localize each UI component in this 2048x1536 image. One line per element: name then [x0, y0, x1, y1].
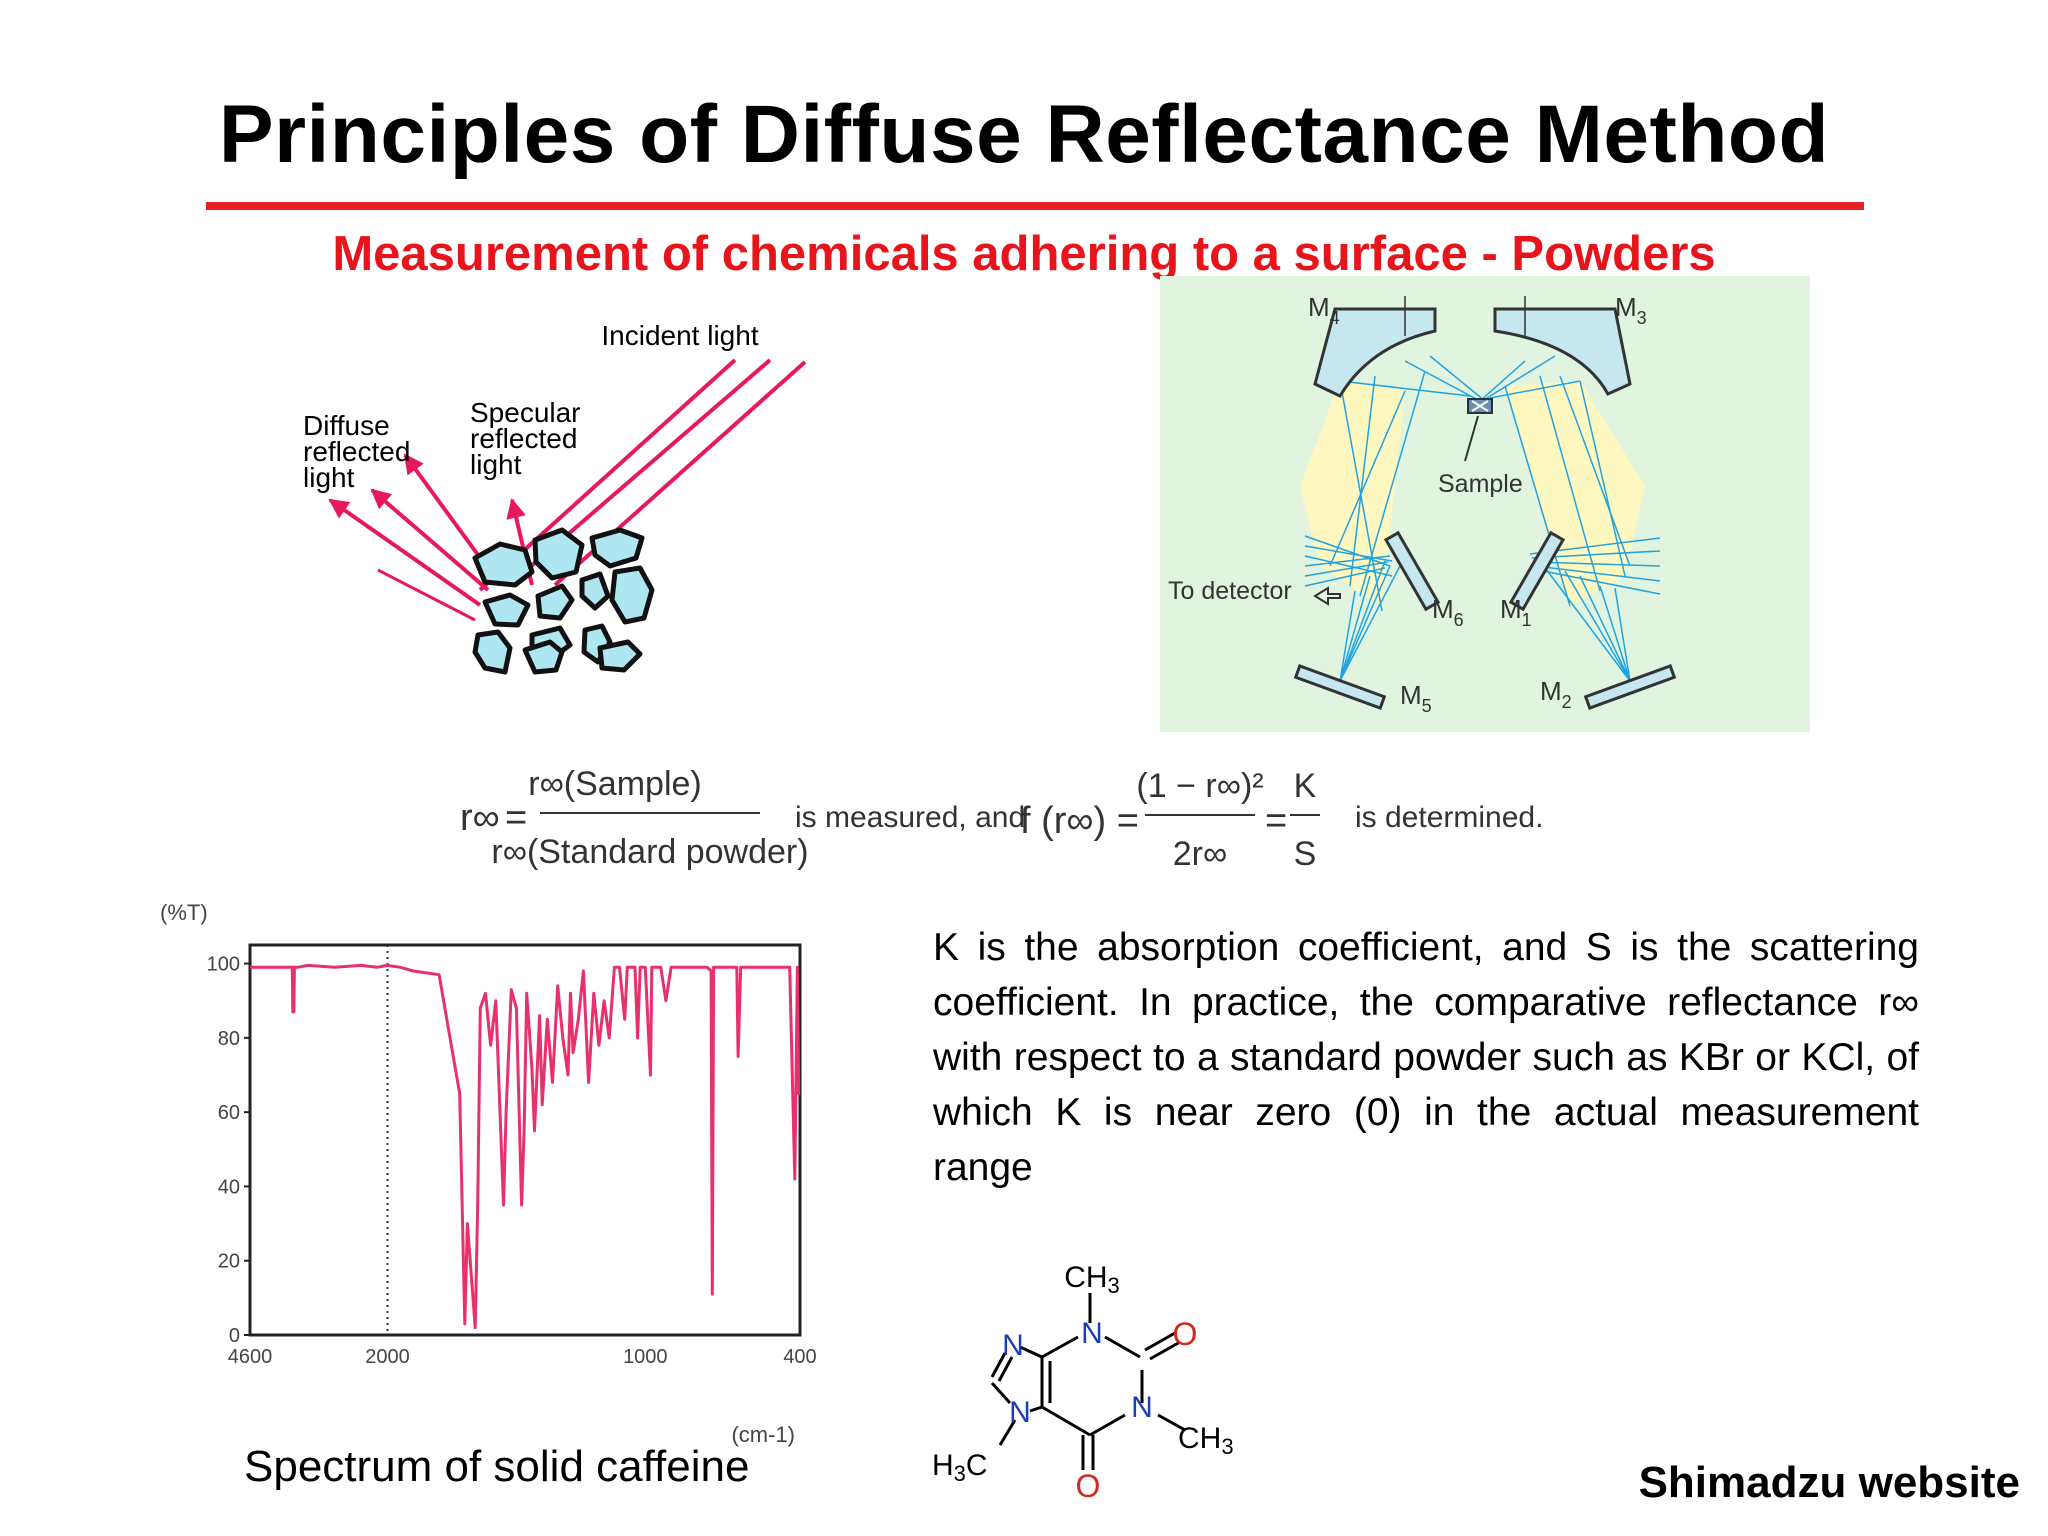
title-divider	[206, 202, 1864, 210]
y-tick-label: 80	[218, 1028, 240, 1050]
y-tick-label: 100	[207, 954, 240, 976]
y-tick-label: 0	[229, 1325, 240, 1347]
light-rays	[1304, 355, 1661, 682]
specular-light-label: Specular reflected light	[470, 397, 588, 480]
oxygen-6-label: O	[1076, 1468, 1101, 1504]
y-tick-label: 40	[218, 1176, 240, 1198]
y-tick-label: 20	[218, 1251, 240, 1273]
determined-text: is determined.	[1355, 801, 1543, 834]
x-tick-label: 400	[783, 1346, 816, 1368]
detector-arrow-icon	[1313, 586, 1341, 606]
x-tick-label: 2000	[365, 1346, 410, 1368]
page-subtitle: Measurement of chemicals adhering to a s…	[332, 227, 1716, 281]
ks-numerator: K	[1294, 767, 1317, 805]
mirror-m1	[1508, 530, 1566, 612]
f-numerator: (1 − r∞)²	[1136, 767, 1263, 805]
m5-label: M5	[1400, 680, 1432, 716]
powder-particles	[472, 527, 655, 675]
sample-holder	[1464, 398, 1493, 462]
nitrogen-9-label: N	[1009, 1396, 1031, 1429]
ks-denominator: S	[1294, 835, 1317, 873]
caffeine-bonds	[990, 1293, 1186, 1470]
mirror-m6	[1383, 530, 1441, 612]
chart-caption: Spectrum of solid caffeine	[244, 1442, 750, 1491]
spectrum-line	[250, 963, 801, 1330]
source-credit: Shimadzu website	[1638, 1458, 2020, 1507]
sample-label: Sample	[1438, 470, 1523, 498]
diffuse-ray	[377, 568, 476, 622]
m3-label: M3	[1615, 292, 1647, 328]
ir-spectrum-chart: (%T) 100 80 60 40 20 0 4600 2000 1000 400 (cm-1)	[160, 900, 817, 1447]
methyl-left-label: H3C	[932, 1449, 988, 1486]
m1-label: M1	[1500, 594, 1532, 630]
mirror-m5	[1293, 664, 1387, 710]
diffuse-ray	[370, 488, 490, 592]
page-title: Principles of Diffuse Reflectance Method	[218, 89, 1830, 180]
powder-reflection-diagram: Incident light Diffuse reflected light S…	[303, 320, 807, 675]
y-tick-label: 60	[218, 1102, 240, 1124]
mirror-m2	[1583, 664, 1677, 710]
svg-text:=: =	[505, 797, 527, 839]
nitrogen-3-label: N	[1131, 1391, 1153, 1424]
chart-xlabel: (cm-1)	[731, 1422, 795, 1447]
f-denominator: 2r∞	[1173, 835, 1227, 873]
equation-denominator: r∞(Standard powder)	[491, 833, 808, 871]
chart-y-axis: 100 80 60 40 20 0	[207, 954, 250, 1347]
caffeine-structure: CH3 N O N CH3 O N N H3C	[932, 1261, 1234, 1504]
nitrogen-7-label: N	[1002, 1329, 1024, 1362]
x-tick-label: 1000	[623, 1346, 668, 1368]
methyl-right-label: CH3	[1178, 1422, 1234, 1459]
beam-right	[1505, 381, 1645, 606]
detector-label: To detector	[1168, 577, 1292, 605]
m2-label: M2	[1540, 676, 1572, 712]
chart-ylabel: (%T)	[160, 900, 208, 925]
chart-x-axis: 4600 2000 1000 400	[228, 1346, 817, 1368]
f-lhs: f (r∞) =	[1020, 800, 1139, 842]
r-inf-symbol: r∞	[460, 797, 500, 839]
optics-diagram: M4 M3 M6 M1 M5 M2 Sample To detector	[1160, 276, 1810, 732]
reflectance-equation: r∞ = r∞(Sample) r∞(Standard powder) is m…	[460, 765, 1543, 873]
explanation-paragraph: K is the absorption coefficient, and S i…	[933, 926, 1919, 1189]
m4-label: M4	[1308, 292, 1340, 328]
nitrogen-1-label: N	[1081, 1317, 1103, 1350]
equation-numerator: r∞(Sample)	[528, 765, 702, 803]
mirror-m3	[1493, 307, 1632, 396]
methyl-top-label: CH3	[1064, 1261, 1120, 1298]
diffuse-ray	[328, 498, 482, 607]
diffuse-light-label: Diffuse reflected light	[303, 410, 418, 493]
oxygen-2-label: O	[1173, 1316, 1198, 1352]
measured-text: is measured, and	[795, 801, 1025, 834]
optics-background	[1160, 276, 1810, 732]
incident-light-label: Incident light	[601, 320, 758, 351]
svg-text:=: =	[1265, 800, 1287, 842]
x-tick-label: 4600	[228, 1346, 273, 1368]
m6-label: M6	[1432, 594, 1464, 630]
